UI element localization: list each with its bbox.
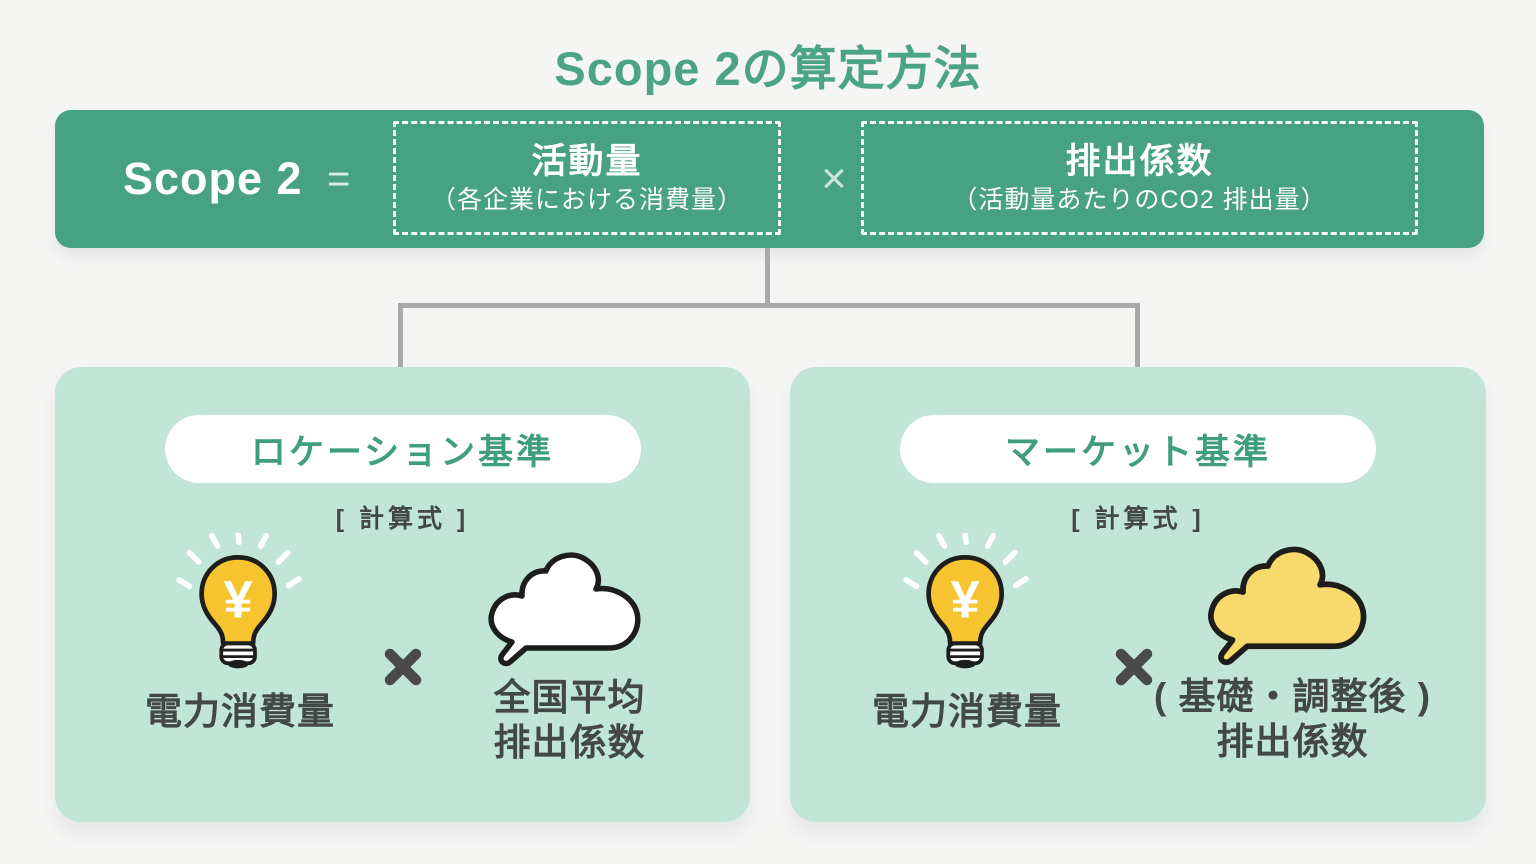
location-formula-label: [ 計算式 ]: [335, 505, 470, 533]
multiply-sign: ×: [821, 154, 847, 203]
formula-banner: Scope 2 = 活動量 （各企業における消費量） × 排出係数 （活動量あた…: [55, 110, 1484, 248]
location-badge: ロケーション基準: [164, 415, 641, 483]
multiply-icon: ×: [381, 645, 425, 689]
connector-stem: [765, 248, 770, 306]
emission-factor-subtitle: （活動量あたりのCO2 排出量）: [952, 186, 1327, 214]
market-factor-line1: ( 基礎・調整後 ): [1153, 676, 1432, 717]
scope2-label: Scope 2: [123, 153, 303, 204]
market-factor-operand: ( 基礎・調整後 ) 排出係数: [1120, 539, 1465, 764]
connector-left-drop: [398, 303, 403, 368]
location-factor-line2: 排出係数: [493, 722, 646, 763]
location-operator: ×: [425, 645, 426, 646]
location-badge-label: ロケーション基準: [250, 432, 555, 472]
location-factor-label: 全国平均 排出係数: [447, 675, 692, 765]
multiply-icon: ×: [1112, 645, 1156, 689]
cloud-filled-icon: [1207, 546, 1366, 666]
location-factor-operand: 全国平均 排出係数: [447, 545, 692, 765]
location-factor-line1: 全国平均: [493, 677, 646, 718]
market-energy-label: 電力消費量: [872, 691, 1062, 732]
connector-horizontal: [398, 303, 1140, 308]
emission-factor-title: 排出係数: [1065, 142, 1214, 181]
market-factor-label: ( 基礎・調整後 ) 排出係数: [1120, 674, 1465, 764]
market-badge: マーケット基準: [900, 415, 1376, 483]
activity-subtitle: （各企業における消費量）: [430, 186, 743, 214]
market-energy-operand: ¥ 電力消費量: [832, 533, 1102, 734]
lightbulb-yen-icon: ¥: [903, 533, 1029, 669]
page-title: Scope 2の算定方法: [554, 42, 982, 95]
activity-box: 活動量 （各企業における消費量）: [393, 121, 781, 235]
cloud-outline-icon: [487, 552, 641, 667]
equals-sign: =: [327, 156, 351, 201]
lightbulb-yen-icon: ¥: [176, 533, 302, 669]
location-based-card: ロケーション基準 [ 計算式 ] ¥ 電力消費量 ×: [55, 367, 750, 822]
connector-right-drop: [1135, 303, 1140, 368]
emission-factor-box: 排出係数 （活動量あたりのCO2 排出量）: [861, 121, 1418, 235]
market-based-card: マーケット基準 [ 計算式 ] ¥ 電力消費量 ×: [790, 367, 1486, 822]
yen-symbol: ¥: [224, 571, 253, 629]
yen-symbol: ¥: [951, 571, 980, 629]
location-energy-label: 電力消費量: [145, 691, 335, 732]
market-badge-label: マーケット基準: [1004, 432, 1271, 472]
activity-title: 活動量: [531, 142, 643, 181]
market-factor-line2: 排出係数: [1216, 721, 1369, 762]
location-energy-operand: ¥ 電力消費量: [105, 533, 375, 734]
market-formula-label: [ 計算式 ]: [1071, 505, 1205, 533]
